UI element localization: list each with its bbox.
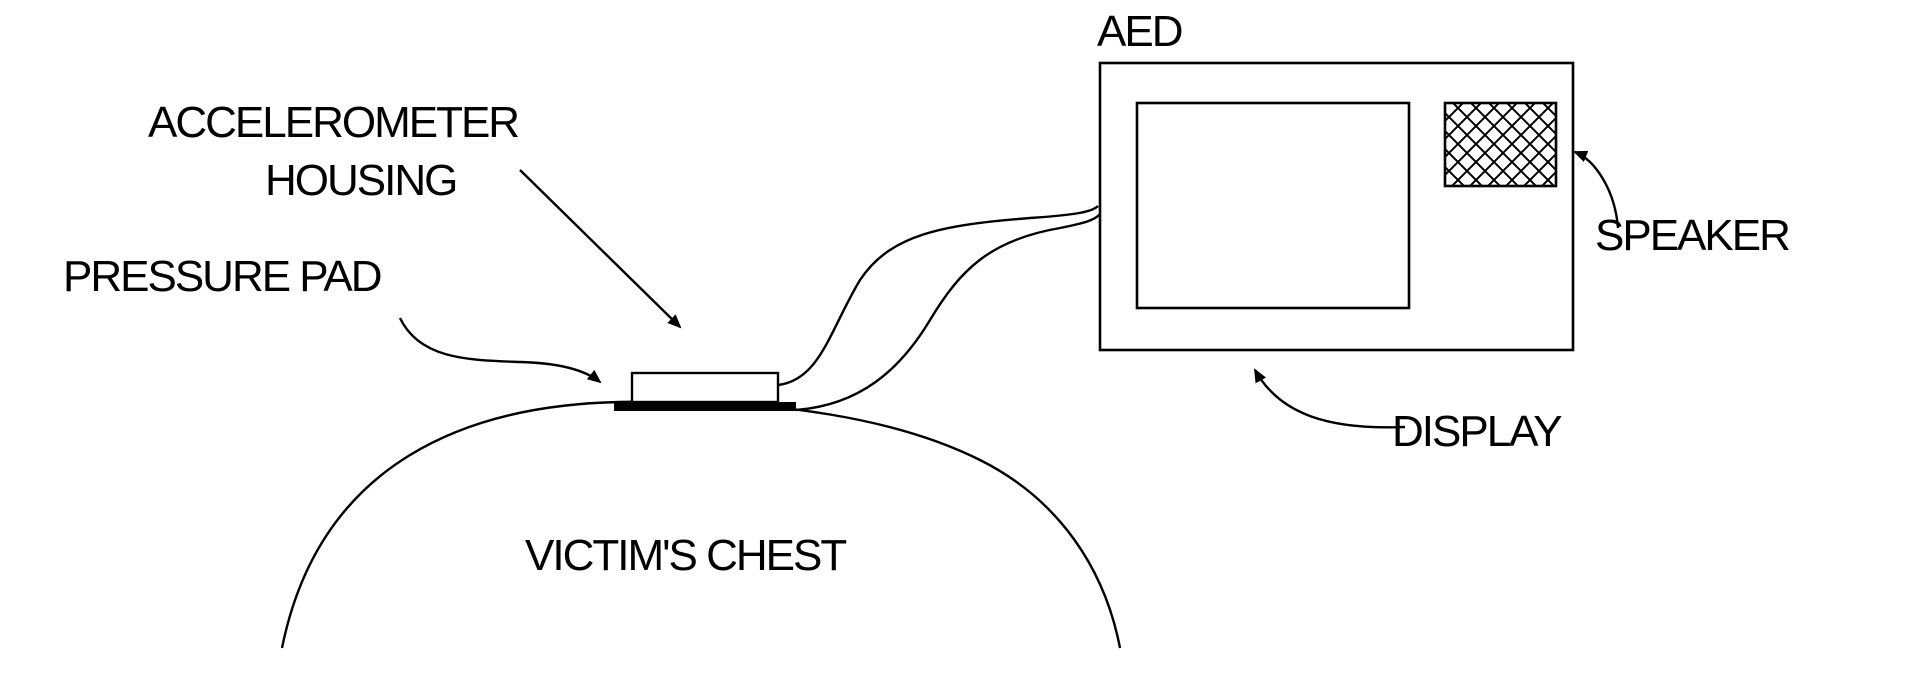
display-arrow	[1255, 370, 1405, 427]
accelerometer-label-line1: ACCELEROMETER	[148, 101, 518, 145]
chest-outline	[282, 402, 1120, 648]
accelerometer-label-line2: HOUSING	[265, 159, 456, 203]
display-screen	[1137, 103, 1409, 308]
pressure-pad-shape	[614, 402, 796, 411]
accelerometer-arrow	[520, 170, 680, 327]
pressure-pad-arrow	[400, 318, 600, 382]
accelerometer-housing-shape	[632, 373, 778, 402]
cable-upper	[778, 206, 1098, 385]
speaker-label: SPEAKER	[1595, 214, 1789, 258]
speaker-grille	[1445, 103, 1556, 186]
victims-chest-label: VICTIM'S CHEST	[525, 534, 845, 578]
pressure-pad-label: PRESSURE PAD	[63, 255, 381, 299]
aed-label: AED	[1097, 10, 1181, 54]
display-label: DISPLAY	[1392, 410, 1561, 454]
